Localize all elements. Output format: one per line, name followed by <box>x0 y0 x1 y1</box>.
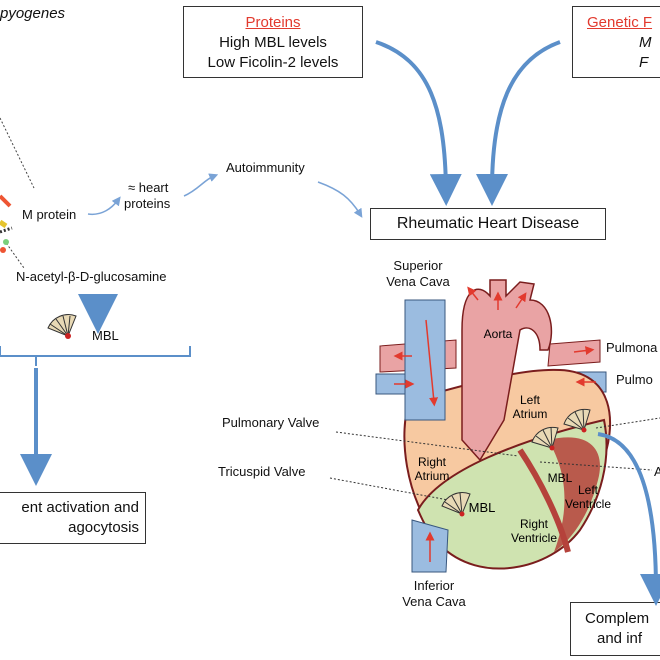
left-ventricle-label-1: Left <box>578 483 599 497</box>
bacterium-fragment <box>0 194 13 253</box>
left-ventricle-wall <box>548 437 600 552</box>
proteins-line2: Low Ficolin-2 levels <box>207 54 339 71</box>
right-atrium-label-2: Atrium <box>415 469 450 483</box>
dotted-pointer-top <box>0 117 35 189</box>
right-ventricle-label-2: Ventricle <box>511 531 557 545</box>
heart-proteins-label-2: proteins <box>124 196 171 211</box>
pulmonary-valve-pointer <box>335 431 519 457</box>
glcnac-label: N-acetyl-β-D-glucosamine <box>16 269 167 284</box>
right-down-arrow <box>597 432 660 606</box>
heartprot-to-autoimmunity-arrow <box>183 173 219 197</box>
complement-right-box: Complem and inf <box>570 602 660 656</box>
complement-right-line2: and inf <box>597 630 643 647</box>
mbl-fan-icon-left <box>47 314 77 339</box>
complement-right-line1: Complem <box>585 610 650 627</box>
complement-left-line1: ent activation and <box>21 499 139 516</box>
pulmonary-vein-label: Pulmo <box>616 372 653 387</box>
mbl-fan-icon-center <box>531 426 559 451</box>
inferior-vc-label-2: Vena Cava <box>402 594 466 609</box>
genetic-line1: M <box>639 34 652 51</box>
left-atrium-label-2: Atrium <box>513 407 548 421</box>
complement-left-box: ent activation and agocytosis <box>0 492 146 544</box>
rhd-box: Rheumatic Heart Disease <box>370 208 606 240</box>
aorta-label: Aorta <box>484 327 513 341</box>
heart-proteins-label-1: ≈ heart <box>128 180 169 195</box>
mprotein-to-heartprot-arrow <box>87 196 121 216</box>
superior-vc-label-1: Superior <box>393 258 443 273</box>
mbl-lower-label: MBL <box>469 500 496 515</box>
proteins-title: Proteins <box>245 14 301 31</box>
left-atrium-label-1: Left <box>520 393 541 407</box>
left-bracket <box>0 346 191 366</box>
mbl-fan-icon-lower <box>441 492 471 517</box>
right-atrium-label-1: Right <box>418 455 447 469</box>
mbl-fan-icon-right <box>563 408 591 433</box>
left-ventricle-label-2: Ventricle <box>565 497 611 511</box>
aortic-valve-label: A <box>654 464 660 479</box>
genetic-box: Genetic F M F <box>572 6 660 78</box>
mbl-center-label: MBL <box>548 471 573 485</box>
superior-vena-cava <box>404 299 446 421</box>
aortic-valve-pointer <box>539 461 653 471</box>
genetic-title: Genetic F <box>587 14 653 31</box>
tricuspid-valve-label: Tricuspid Valve <box>218 464 306 479</box>
pulmonary-artery-label: Pulmona <box>606 340 658 355</box>
autoimmunity-label: Autoimmunity <box>226 160 305 175</box>
heart-illustration: Aorta Left Atrium Right Atrium MBL Left … <box>375 279 611 573</box>
complement-left-line2: agocytosis <box>68 519 139 536</box>
proteins-box: Proteins High MBL levels Low Ficolin-2 l… <box>183 6 363 78</box>
inferior-vc-label-1: Inferior <box>413 578 455 593</box>
pulmonary-valve-label: Pulmonary Valve <box>222 415 320 430</box>
pulmonary-artery-right <box>547 339 601 367</box>
genetic-line2: F <box>639 54 649 71</box>
m-protein-label: M protein <box>22 207 77 222</box>
genetic-arrow <box>476 40 561 206</box>
organism-label: pyogenes <box>0 5 66 22</box>
left-atrium-pointer <box>595 417 660 429</box>
autoimmunity-to-rhd-arrow <box>317 181 363 218</box>
proteins-arrow <box>375 40 462 206</box>
proteins-line1: High MBL levels <box>219 34 327 51</box>
tricuspid-valve-pointer <box>329 477 449 501</box>
right-ventricle-label-1: Right <box>520 517 549 531</box>
septum <box>517 448 571 553</box>
superior-vc-label-2: Vena Cava <box>386 274 450 289</box>
